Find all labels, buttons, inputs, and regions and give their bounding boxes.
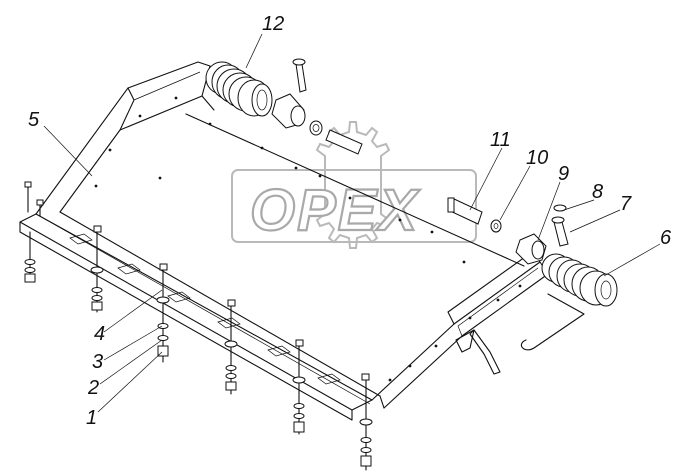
bolt-stack-c xyxy=(156,263,170,363)
callout-4: 4 xyxy=(94,323,105,345)
callouts: 12 5 11 10 9 8 7 6 4 3 2 1 xyxy=(28,13,672,429)
callout-1: 1 xyxy=(86,407,97,429)
leader-2 xyxy=(99,339,163,385)
bolt-stacks xyxy=(24,225,373,471)
watermark: OPEX xyxy=(231,121,477,249)
leader-6 xyxy=(603,243,661,277)
left-axle-hardware xyxy=(271,58,363,155)
callout-7: 7 xyxy=(620,193,632,215)
leader-7 xyxy=(569,209,621,233)
bolt-stack-d xyxy=(224,299,238,395)
leader-3 xyxy=(103,325,163,361)
watermark-text: OPEX xyxy=(250,178,420,243)
callout-9: 9 xyxy=(558,163,569,185)
right-axle-hardware xyxy=(447,197,569,265)
bolt-stack-e xyxy=(292,339,306,435)
callout-3: 3 xyxy=(92,351,103,373)
frame-part-5 xyxy=(19,61,549,421)
spring-part-12 xyxy=(205,61,273,117)
watermark-gear xyxy=(315,121,391,249)
watermark-frame xyxy=(231,169,477,243)
leader-9 xyxy=(537,181,561,241)
callout-2: 2 xyxy=(87,377,99,399)
leader-8 xyxy=(563,199,595,211)
spring-rod xyxy=(520,293,585,351)
callout-12: 12 xyxy=(262,13,284,35)
callout-10: 10 xyxy=(526,147,548,169)
callout-11: 11 xyxy=(490,129,511,151)
leader-4 xyxy=(103,289,163,333)
leader-10 xyxy=(499,165,531,221)
bolt-stack-f xyxy=(359,373,373,471)
leader-5 xyxy=(43,125,93,177)
callout-5: 5 xyxy=(28,109,40,131)
callout-6: 6 xyxy=(660,227,672,249)
leader-12 xyxy=(245,33,263,69)
leader-lines xyxy=(43,33,661,413)
bolt-stack-a xyxy=(24,231,36,283)
leader-1 xyxy=(97,351,163,413)
leader-11 xyxy=(469,147,503,211)
callout-8: 8 xyxy=(592,181,603,203)
bolt-stack-b xyxy=(90,225,104,313)
spring-part-6 xyxy=(541,253,618,307)
